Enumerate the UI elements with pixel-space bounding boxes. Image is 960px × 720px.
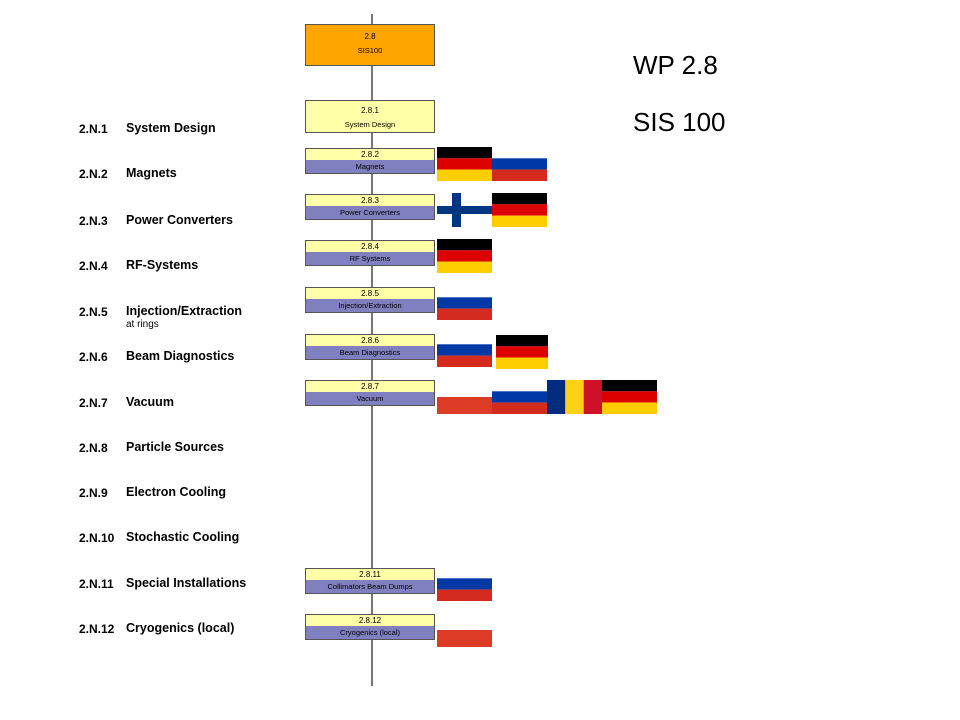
germany-flag-icon bbox=[437, 239, 492, 273]
row-code: 2.N.5 bbox=[79, 305, 108, 319]
wp-box-name: Vacuum bbox=[306, 392, 434, 405]
wp-box-name: Cryogenics (local) bbox=[306, 626, 434, 639]
wp-box-2-8-12: 2.8.12 Cryogenics (local) bbox=[305, 614, 435, 640]
row-code: 2.N.3 bbox=[79, 214, 108, 228]
row-code: 2.N.7 bbox=[79, 396, 108, 410]
germany-flag-icon bbox=[496, 335, 551, 369]
romania-flag-icon bbox=[547, 380, 602, 414]
row-name-sub: at rings bbox=[126, 319, 159, 330]
germany-flag-icon bbox=[437, 147, 492, 181]
row-code: 2.N.4 bbox=[79, 259, 108, 273]
row-code: 2.N.6 bbox=[79, 350, 108, 364]
row-name: Magnets bbox=[126, 166, 177, 180]
poland-flag-icon bbox=[437, 380, 492, 414]
row-name: Vacuum bbox=[126, 395, 174, 409]
row-code: 2.N.2 bbox=[79, 167, 108, 181]
wp-box-number: 2.8 bbox=[364, 32, 376, 41]
wp-box-number: 2.8.6 bbox=[306, 335, 434, 346]
row-code: 2.N.12 bbox=[79, 622, 115, 636]
wp-box-2-8-11: 2.8.11 Collimators Beam Dumps bbox=[305, 568, 435, 594]
row-code: 2.N.8 bbox=[79, 441, 108, 455]
wp-box-2-8: 2.8 SIS100 bbox=[305, 24, 435, 66]
row-code: 2.N.1 bbox=[79, 122, 108, 136]
row-name-main: Injection/Extraction bbox=[126, 304, 242, 318]
wp-box-name: Injection/Extraction bbox=[306, 299, 434, 312]
wp-box-number: 2.8.3 bbox=[306, 195, 434, 206]
poland-flag-icon bbox=[437, 613, 492, 647]
wp-box-name: Beam Diagnostics bbox=[306, 346, 434, 359]
wp-box-2-8-7: 2.8.7 Vacuum bbox=[305, 380, 435, 406]
slide-title-sis: SIS 100 bbox=[633, 107, 726, 137]
wp-box-name: Collimators Beam Dumps bbox=[306, 580, 434, 593]
wp-box-2-8-5: 2.8.5 Injection/Extraction bbox=[305, 287, 435, 313]
wp-box-number: 2.8.7 bbox=[306, 381, 434, 392]
row-name: Electron Cooling bbox=[126, 485, 226, 499]
wp-box-number: 2.8.12 bbox=[306, 615, 434, 626]
row-code: 2.N.10 bbox=[79, 531, 115, 545]
slide-title-wp: WP 2.8 bbox=[633, 50, 718, 80]
wp-box-2-8-4: 2.8.4 RF Systems bbox=[305, 240, 435, 266]
wp-box-2-8-6: 2.8.6 Beam Diagnostics bbox=[305, 334, 435, 360]
wp-box-name: SIS100 bbox=[357, 46, 383, 55]
finland-flag-icon bbox=[437, 193, 492, 227]
row-name: Injection/Extraction at rings bbox=[126, 305, 242, 331]
row-name: Particle Sources bbox=[126, 440, 224, 454]
wp-box-number: 2.8.4 bbox=[306, 241, 434, 252]
row-name: RF-Systems bbox=[126, 258, 199, 272]
row-name: Beam Diagnostics bbox=[126, 349, 235, 363]
row-name: Power Converters bbox=[126, 213, 233, 227]
wp-box-name: System Design bbox=[344, 120, 396, 129]
wp-box-2-8-2: 2.8.2 Magnets bbox=[305, 148, 435, 174]
wp-box-number: 2.8.2 bbox=[306, 149, 434, 160]
russia-flag-icon bbox=[492, 147, 547, 181]
wp-box-name: RF Systems bbox=[306, 252, 434, 265]
wp-box-2-8-1: 2.8.1 System Design bbox=[305, 100, 435, 133]
russia-flag-icon bbox=[437, 567, 492, 601]
row-name: Cryogenics (local) bbox=[126, 621, 235, 635]
wp-box-number: 2.8.1 bbox=[361, 106, 379, 115]
wp-box-2-8-3: 2.8.3 Power Converters bbox=[305, 194, 435, 220]
germany-flag-icon bbox=[602, 380, 657, 414]
row-code: 2.N.9 bbox=[79, 486, 108, 500]
wp-box-number: 2.8.11 bbox=[306, 569, 434, 580]
row-name: Special Installations bbox=[126, 576, 247, 590]
russia-flag-icon bbox=[437, 286, 492, 320]
russia-flag-icon bbox=[437, 333, 492, 367]
row-name: Stochastic Cooling bbox=[126, 530, 240, 544]
row-code: 2.N.11 bbox=[79, 577, 114, 591]
wp-box-number: 2.8.5 bbox=[306, 288, 434, 299]
germany-flag-icon bbox=[492, 193, 547, 227]
row-name: System Design bbox=[126, 121, 216, 135]
wp-box-name: Magnets bbox=[306, 160, 434, 173]
wp-box-name: Power Converters bbox=[306, 206, 434, 219]
russia-flag-icon bbox=[492, 380, 547, 414]
